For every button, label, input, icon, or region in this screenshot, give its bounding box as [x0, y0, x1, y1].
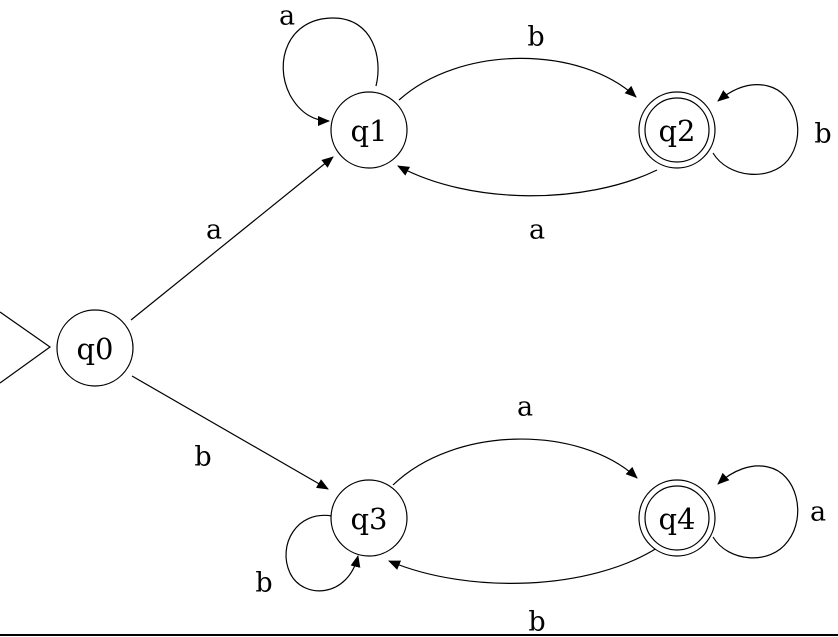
- edge-label-q0-q3: b: [194, 442, 211, 473]
- state-q0: q0: [56, 309, 134, 387]
- start-arrow: [0, 311, 52, 384]
- state-label-q4: q4: [658, 502, 695, 536]
- edge-q2-q1: [397, 165, 658, 197]
- edge-q1-q2: [398, 57, 637, 101]
- state-q3: q3: [330, 479, 408, 557]
- self-loop-q3: [285, 514, 361, 592]
- self-loop-q4: [712, 465, 799, 559]
- edge-label-q1-q2: b: [527, 22, 544, 53]
- edge-q4-q3: [388, 547, 658, 584]
- self-loop-q2: [712, 84, 799, 175]
- state-label-q3: q3: [350, 502, 387, 536]
- state-label-q2: q2: [658, 114, 695, 148]
- state-label-q1: q1: [350, 114, 387, 148]
- self-loop-label-q3: b: [255, 568, 272, 599]
- self-loop-label-q4: a: [810, 497, 826, 528]
- edge-label-q4-q3: b: [528, 607, 545, 637]
- edge-label-q3-q4: a: [517, 392, 533, 423]
- self-loop-label-q1: a: [279, 1, 295, 32]
- edge-label-q0-q1: a: [206, 215, 222, 246]
- self-loop-label-q2: b: [814, 119, 831, 150]
- state-q4: q4: [638, 479, 716, 557]
- state-q1: q1: [330, 91, 408, 169]
- edge-q0-q3: [131, 375, 329, 490]
- edge-q3-q4: [392, 438, 638, 486]
- state-q2: q2: [638, 91, 716, 169]
- edge-q0-q1: [130, 156, 334, 321]
- edge-label-q2-q1: a: [529, 215, 545, 246]
- self-loop-q1: [282, 17, 379, 126]
- state-label-q0: q0: [76, 332, 113, 366]
- bottom-border: [0, 634, 838, 636]
